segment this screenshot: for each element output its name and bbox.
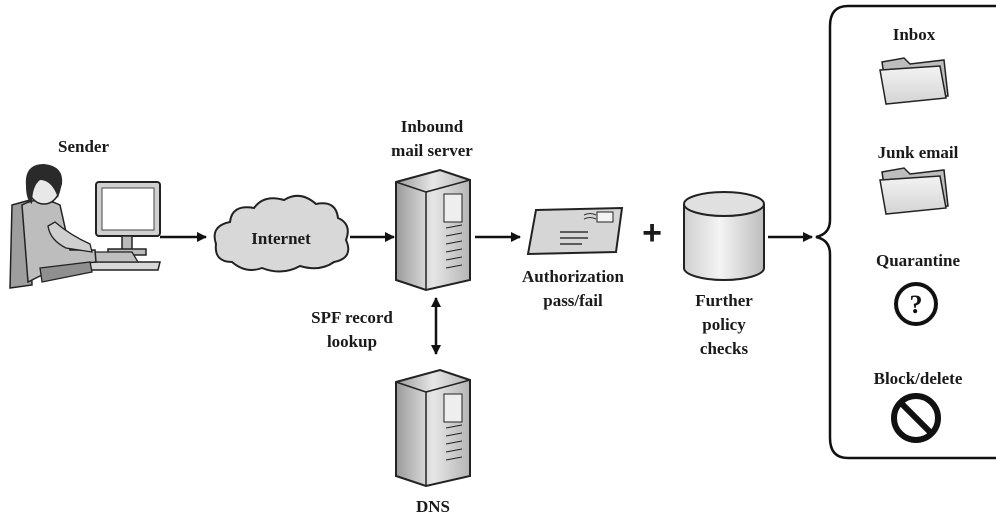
spf-label-line1: SPF record — [311, 308, 393, 327]
database-cylinder-icon — [683, 191, 765, 281]
inbound-server-label-line2: mail server — [391, 141, 473, 160]
cloud-icon — [213, 194, 350, 273]
authorization-label-line2: pass/fail — [543, 291, 603, 310]
quarantine-symbol: ? — [910, 290, 923, 319]
folder-icon — [879, 167, 949, 215]
further-checks-label-line1: Further — [695, 291, 753, 310]
further-checks-label-line2: policy — [702, 315, 746, 334]
outcome-block-label: Block/delete — [874, 369, 963, 388]
authorization-label-line1: Authorization — [522, 267, 625, 286]
question-circle-icon — [894, 282, 938, 326]
folder-icon — [879, 57, 949, 105]
inbound-server-label-line1: Inbound — [401, 117, 464, 136]
server-tower-icon — [395, 368, 471, 488]
outcomes-brace — [815, 4, 996, 460]
internet-label: Internet — [251, 229, 311, 248]
further-checks-label-line3: checks — [700, 339, 749, 358]
prohibited-icon — [891, 393, 941, 443]
sender-label: Sender — [58, 137, 109, 156]
server-tower-icon — [395, 168, 471, 292]
dns-label: DNS — [416, 497, 450, 516]
outcome-inbox-label: Inbox — [893, 25, 936, 44]
person-at-computer-icon — [9, 164, 161, 289]
plus-sign: + — [642, 214, 662, 252]
outcome-quarantine-label: Quarantine — [876, 251, 961, 270]
outcome-junk-label: Junk email — [878, 143, 959, 162]
envelope-icon — [526, 206, 624, 256]
spf-label-line2: lookup — [327, 332, 377, 351]
